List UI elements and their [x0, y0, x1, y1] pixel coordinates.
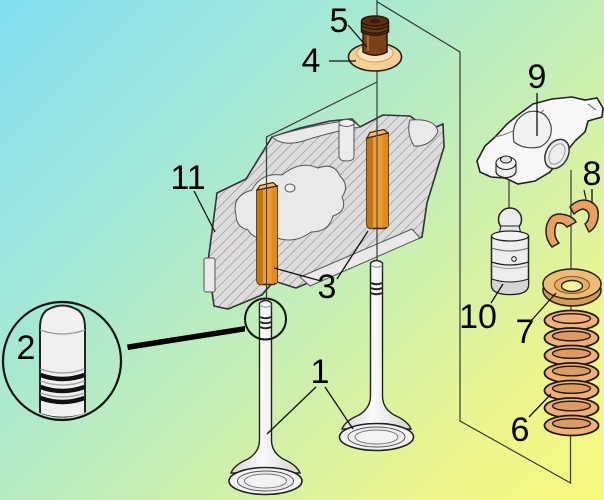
keeper-left — [545, 213, 578, 248]
valve-stem-seal — [360, 15, 390, 56]
keeper-right — [569, 199, 599, 234]
spring-retainer — [542, 268, 602, 307]
valve-keepers — [545, 189, 599, 248]
callout-3-label: 3 — [317, 268, 337, 306]
valve-right — [338, 259, 415, 452]
stem-tip-inset — [1, 300, 245, 422]
rocker-pivot-boss — [495, 155, 517, 179]
callout-1-label: 1 — [310, 353, 330, 391]
callout-7-label: 7 — [515, 313, 535, 351]
stem-tip-highlight-ring — [244, 297, 287, 341]
callout-2-label: 2 — [16, 329, 36, 367]
callout-6-label: 6 — [510, 411, 530, 449]
valve-left — [228, 299, 303, 496]
hydraulic-lifter — [490, 207, 530, 296]
callout-9-label: 9 — [527, 58, 547, 96]
head-port-band — [299, 228, 421, 287]
callout-4-label: 4 — [301, 42, 321, 80]
rocker-eye-hole — [544, 138, 570, 170]
head-spring-pocket — [408, 119, 439, 147]
callout-11-label: 11 — [170, 159, 206, 197]
callout-8-label: 8 — [582, 155, 602, 193]
magnifier-pointer — [127, 326, 245, 350]
callout-leader-lines — [193, 24, 593, 435]
rocker-arm — [476, 96, 604, 185]
callout-5-label: 5 — [329, 2, 349, 40]
rocker-roller — [512, 110, 552, 149]
head-stud — [338, 120, 355, 162]
callout-10-label: 10 — [459, 298, 497, 336]
valve-spring — [543, 309, 600, 437]
